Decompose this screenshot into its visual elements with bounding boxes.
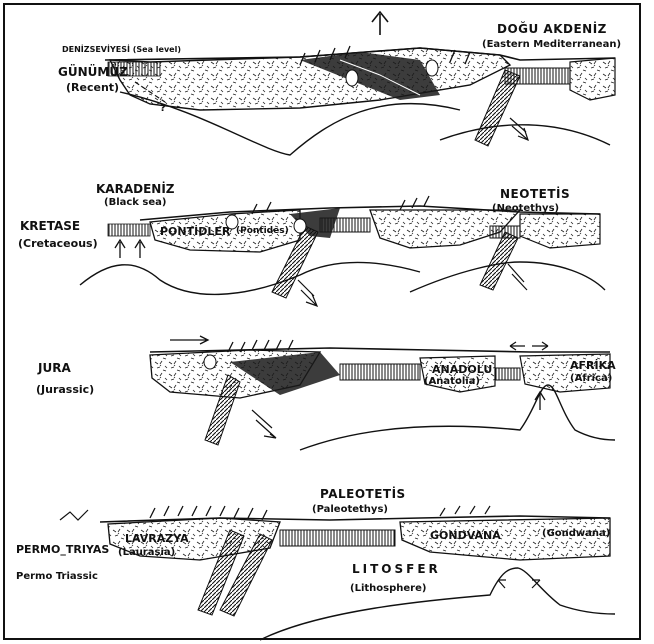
stage-subtitle-jurassic: (Jurassic) [36, 384, 94, 395]
pontides-label: PONTİDLER [160, 226, 230, 237]
paleotethys-label: PALEOTETİS [320, 488, 406, 500]
uplift-arrow-icon [372, 12, 388, 35]
stage-jurassic [150, 336, 615, 450]
stage-title-permo-triassic: PERMO_TRIYAS [16, 544, 109, 555]
stage-permo-triassic [60, 506, 615, 640]
black-sea-en-label: (Black sea) [104, 198, 166, 208]
lithosphere-label: LITOSFER [352, 563, 441, 575]
laurasia-en-label: (Laurasia) [118, 548, 175, 558]
stage-subtitle-permo-triassic: Permo Triassic [16, 572, 98, 582]
neotethys-en-label: (Neotethys) [492, 204, 559, 214]
africa-en-label: (Africa) [570, 374, 612, 384]
stage-title-recent: GÜNÜMÜZ [58, 66, 128, 78]
question-mark-label: ? [160, 104, 166, 114]
black-sea-label: KARADENİZ [96, 183, 174, 195]
sea-level-label: DENİZSEVİYESİ (Sea level) [62, 46, 181, 54]
lithosphere-en-label: (Lithosphere) [350, 584, 426, 594]
pontides-en-label: (Pontides) [236, 227, 289, 236]
stage-title-cretaceous: KRETASE [20, 220, 80, 232]
laurasia-label: LAVRAZYA [125, 533, 189, 544]
gondwana-en-label: (Gondwana) [542, 529, 610, 539]
east-med-en-label: (Eastern Mediterranean) [482, 40, 621, 50]
stage-title-jurassic: JURA [38, 362, 71, 374]
stage-subtitle-recent: (Recent) [66, 82, 119, 93]
east-med-label: DOĞU AKDENİZ [497, 23, 607, 35]
africa-label: AFRİKA [570, 360, 616, 371]
anatolia-label: ANADOLU [432, 364, 492, 375]
gondwana-label: GONDVANA [430, 530, 501, 541]
paleotethys-en-label: (Paleotethys) [312, 505, 388, 515]
anatolia-en-label: (Anatolia) [424, 377, 480, 387]
stage-subtitle-cretaceous: (Cretaceous) [18, 238, 98, 249]
neotethys-label: NEOTETİS [500, 188, 570, 200]
